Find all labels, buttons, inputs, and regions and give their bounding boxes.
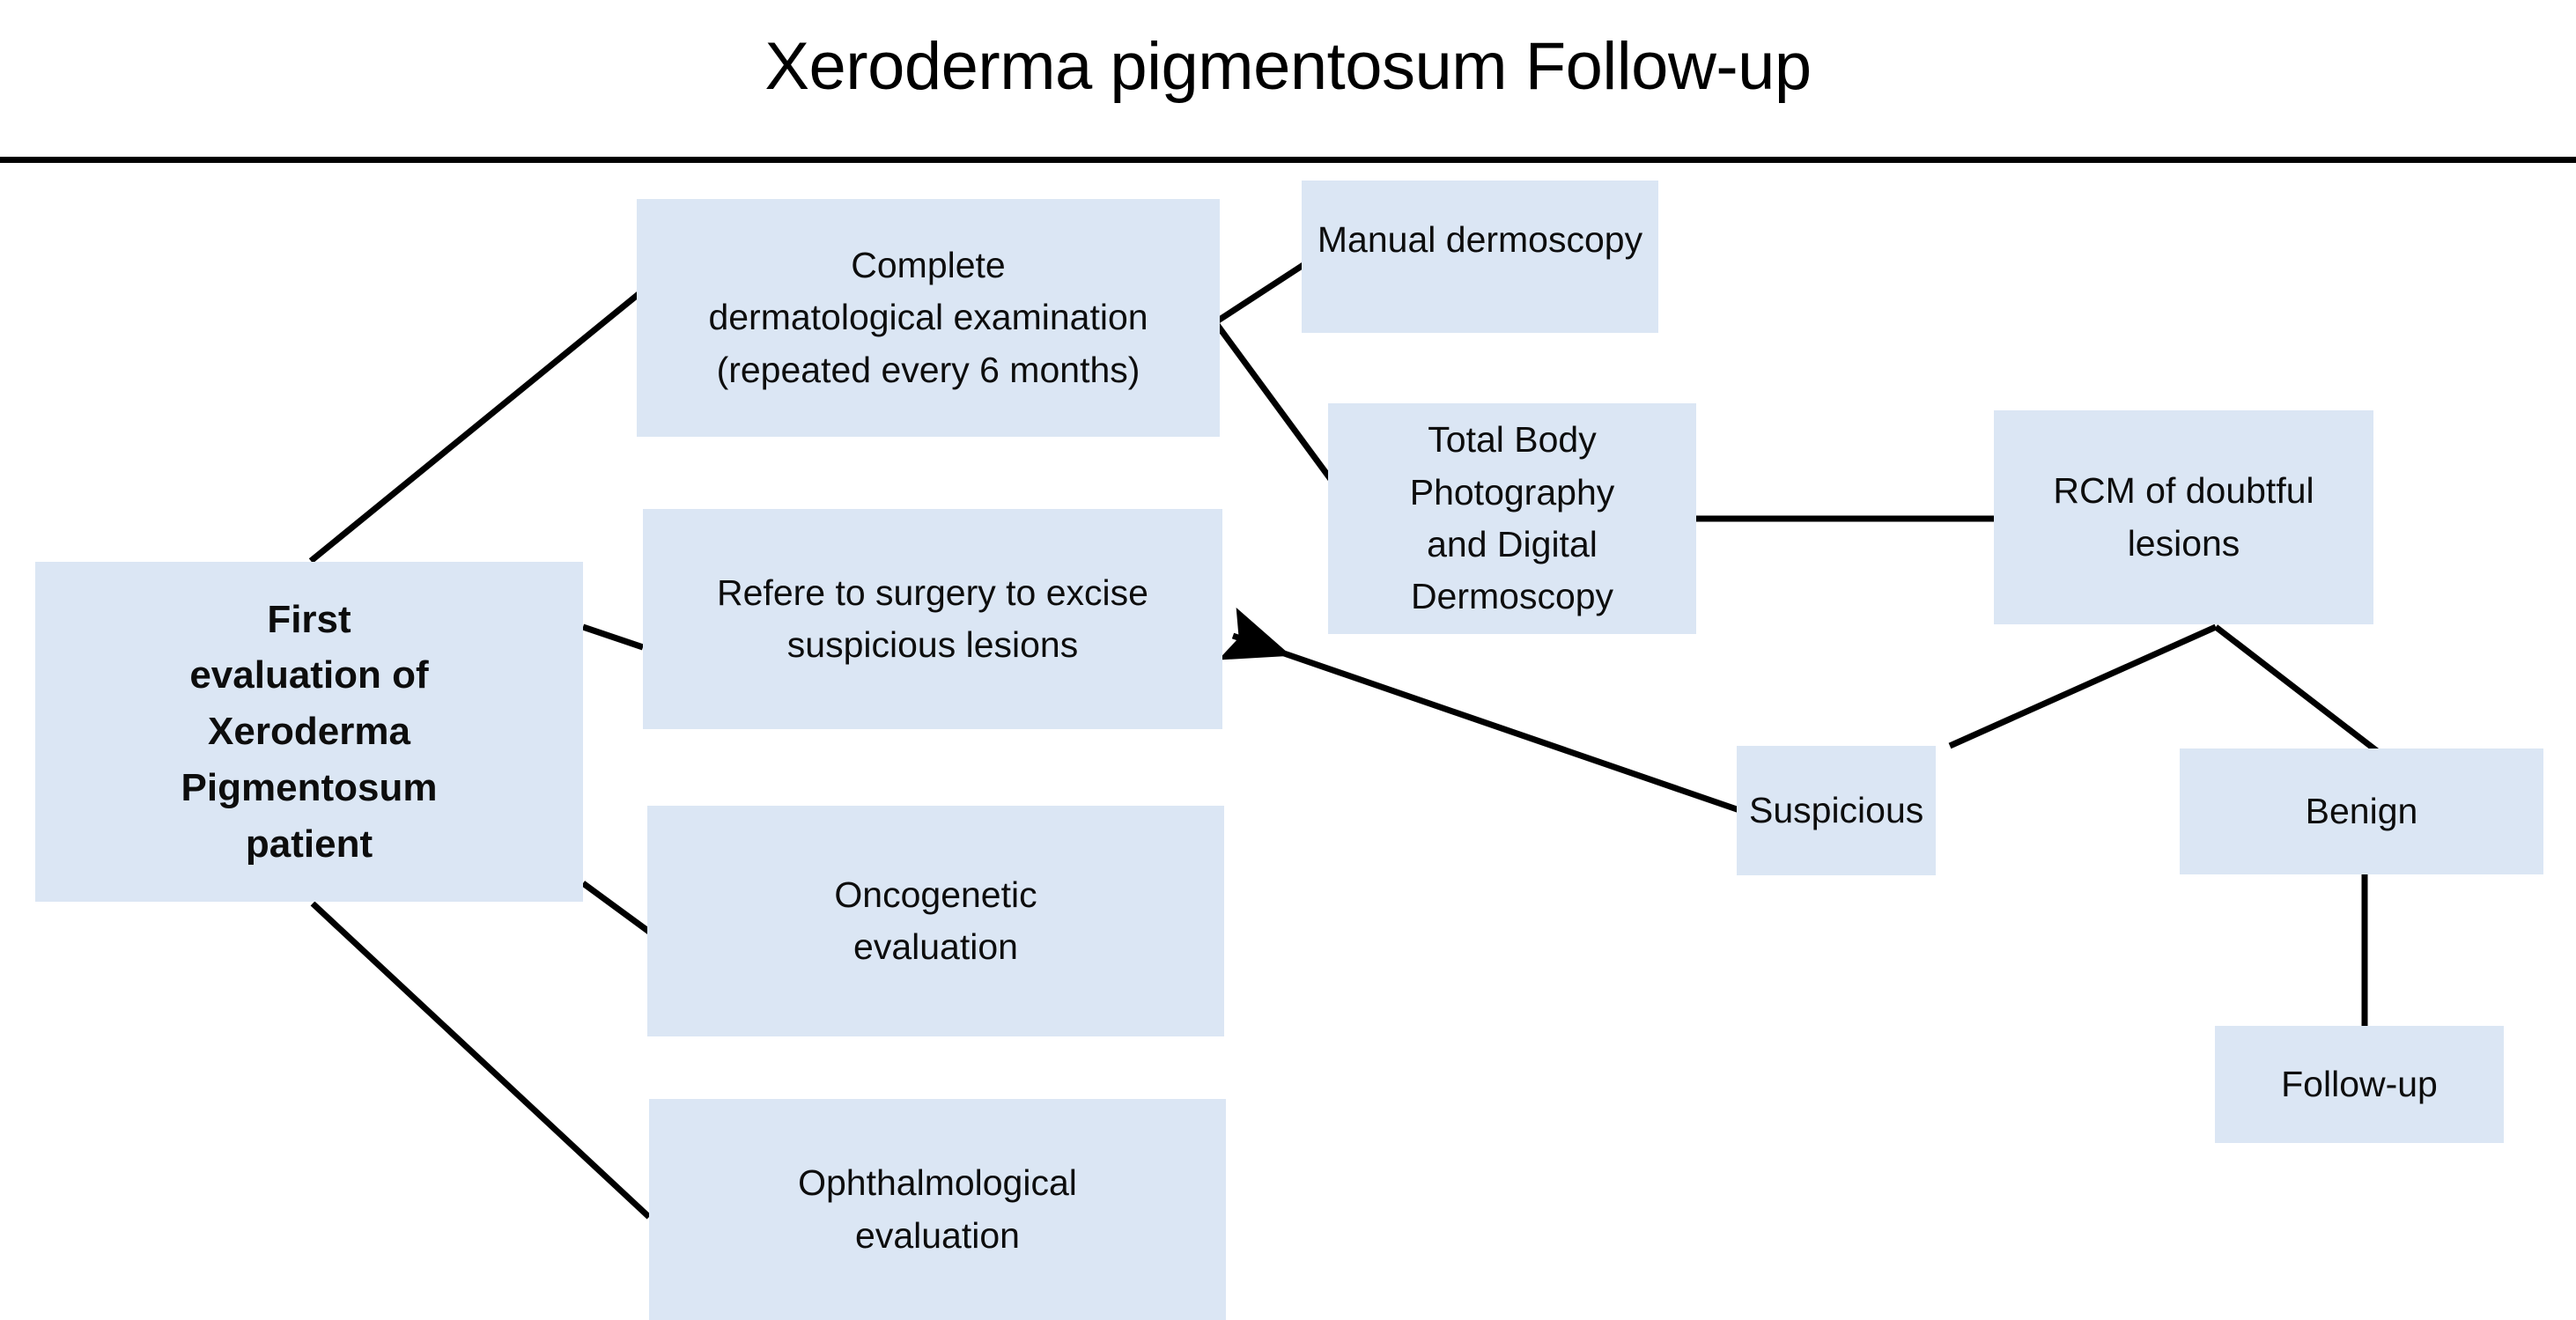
node-manual-dermoscopy[interactable]: Manual dermoscopy: [1302, 181, 1658, 333]
edge-root-to-surgery: [581, 623, 645, 651]
node-first-evaluation[interactable]: First evaluation of Xeroderma Pigmentosu…: [35, 562, 583, 902]
edge-rcm-to-benign: [2213, 624, 2398, 768]
node-ophthalmological-evaluation[interactable]: Ophthalmological evaluation: [649, 1099, 1226, 1320]
node-suspicious-label: Suspicious: [1749, 789, 1924, 830]
node-ophthalmological-evaluation-label: Ophthalmological evaluation: [798, 1162, 1077, 1256]
edge-exam-to-manual-dermoscopy: [1214, 255, 1316, 325]
node-follow-up-label: Follow-up: [2281, 1063, 2438, 1104]
node-refer-to-surgery[interactable]: Refere to surgery to excise suspicious l…: [643, 509, 1222, 729]
node-manual-dermoscopy-label: Manual dermoscopy: [1317, 219, 1643, 260]
node-complete-dermatological-examination[interactable]: Complete dermatological examination (rep…: [637, 199, 1220, 437]
node-benign[interactable]: Benign: [2180, 748, 2543, 874]
edge-exam-to-total-body-photography: [1213, 320, 1335, 484]
page-title: Xeroderma pigmentosum Follow-up: [764, 28, 1812, 104]
node-total-body-photography-label: Total Body Photography and Digital Dermo…: [1409, 419, 1615, 617]
edge-rcm-to-suspicious: [1948, 623, 2218, 749]
edge-root-to-ophthalmological: [310, 901, 652, 1220]
edge-root-to-oncogenetic: [580, 881, 652, 934]
node-complete-dermatological-examination-label: Complete dermatological examination (rep…: [708, 244, 1148, 390]
node-oncogenetic-evaluation-label: Oncogenetic evaluation: [834, 874, 1037, 967]
node-oncogenetic-evaluation[interactable]: Oncogenetic evaluation: [647, 806, 1224, 1036]
node-suspicious[interactable]: Suspicious: [1737, 746, 1936, 875]
node-total-body-photography[interactable]: Total Body Photography and Digital Dermo…: [1328, 403, 1696, 634]
node-first-evaluation-label: First evaluation of Xeroderma Pigmentosu…: [181, 597, 438, 866]
title-divider: [0, 157, 2576, 163]
node-refer-to-surgery-label: Refere to surgery to excise suspicious l…: [717, 572, 1148, 665]
node-rcm-doubtful-lesions[interactable]: RCM of doubtful lesions: [1994, 410, 2373, 624]
edge-suspicious-to-surgery-arrow: [1218, 607, 1741, 814]
edge-root-to-exam: [308, 291, 641, 564]
node-follow-up[interactable]: Follow-up: [2215, 1026, 2504, 1143]
node-rcm-doubtful-lesions-label: RCM of doubtful lesions: [2053, 470, 2314, 564]
node-benign-label: Benign: [2305, 790, 2418, 831]
